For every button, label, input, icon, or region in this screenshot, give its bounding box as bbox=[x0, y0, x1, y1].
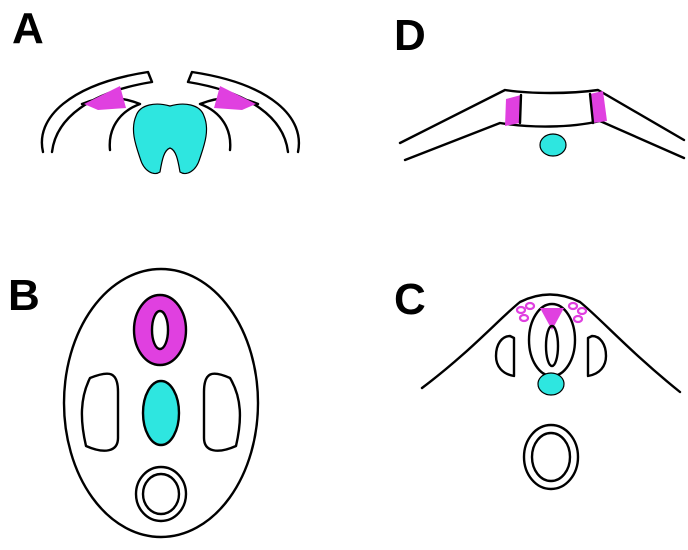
panel-a-cyan-structure bbox=[133, 104, 206, 173]
panel-d-crest-dot bbox=[526, 303, 534, 309]
panel-label-b: B bbox=[8, 271, 40, 320]
panel-d-crest-dot bbox=[578, 308, 586, 314]
panel-b-left-somite bbox=[82, 374, 118, 451]
panel-c-left-magenta-block bbox=[505, 95, 521, 126]
panel-b-neural-tube-lumen bbox=[152, 311, 168, 349]
panel-d-crest-dot bbox=[569, 303, 577, 309]
panel-d-left-somite bbox=[496, 336, 514, 376]
panel-c-upper-surface bbox=[400, 90, 684, 143]
panel-a-left-magenta-region bbox=[84, 86, 126, 110]
panel-b-right-somite bbox=[204, 374, 240, 451]
panel-d-crest-dot bbox=[520, 315, 528, 321]
panel-c-left-block-edge bbox=[520, 95, 521, 123]
panel-label-c: D bbox=[394, 11, 426, 60]
panel-d-gut-inner bbox=[532, 433, 570, 481]
panel-label-a: A bbox=[12, 4, 44, 53]
panel-d-crest-dot bbox=[517, 307, 525, 313]
panel-b: B bbox=[8, 269, 258, 537]
panel-d-right-somite bbox=[588, 336, 606, 376]
panel-a-right-magenta-region bbox=[214, 86, 256, 110]
panel-d-crest-dot bbox=[574, 316, 582, 322]
panel-d: C bbox=[394, 275, 680, 489]
panel-label-d: C bbox=[394, 275, 426, 324]
panel-c: D bbox=[394, 11, 684, 160]
panel-a: A bbox=[12, 4, 299, 173]
panel-b-gut-inner bbox=[143, 474, 179, 514]
